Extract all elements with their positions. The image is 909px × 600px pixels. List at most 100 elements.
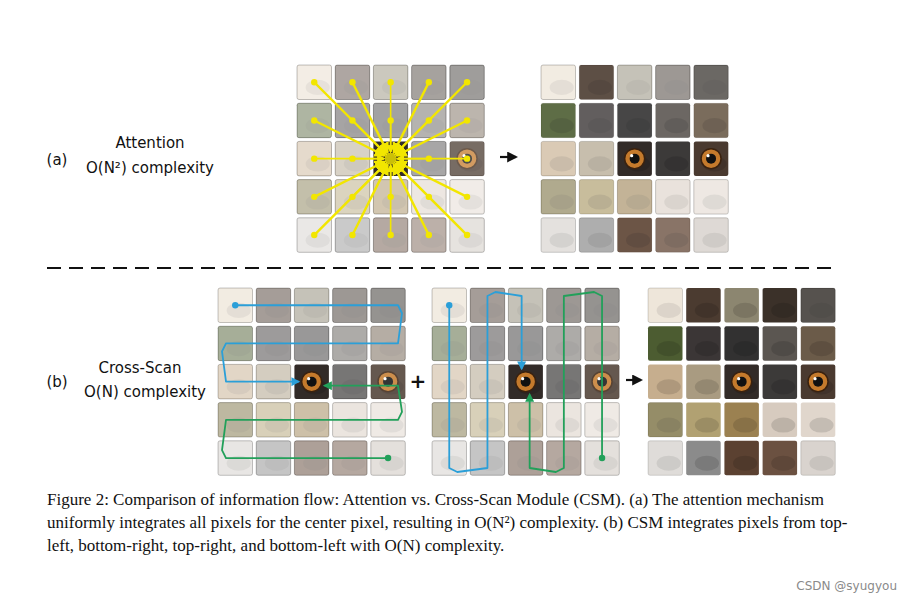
patch-fade — [412, 65, 447, 100]
patch-fill — [656, 218, 691, 253]
attention-dot — [387, 232, 393, 238]
attention-arrow — [349, 117, 385, 153]
scan-start-dot — [446, 302, 452, 308]
patch-fill — [579, 141, 614, 176]
patch-fade — [801, 441, 836, 476]
image-patch — [541, 65, 576, 100]
patch-fill — [724, 326, 759, 361]
image-patch — [579, 218, 614, 253]
patch-fill — [694, 65, 729, 100]
patch-fade — [656, 180, 691, 215]
patch-shade — [695, 456, 719, 471]
image-patch — [686, 364, 721, 399]
patch-fill — [656, 65, 691, 100]
patch-fill — [579, 218, 614, 253]
eye-glint — [521, 377, 524, 380]
scan-start-dot — [599, 455, 605, 461]
patch-fade — [541, 103, 576, 138]
patch-fill — [333, 364, 368, 399]
image-patch — [763, 288, 798, 323]
patch-fill — [648, 288, 683, 323]
attention-arrow — [394, 165, 432, 238]
patch-fade — [694, 218, 729, 253]
patch-shade — [695, 303, 719, 318]
eye-iris — [808, 372, 828, 392]
eye-pupil — [737, 377, 747, 387]
attention-dot — [464, 232, 470, 238]
image-patch — [656, 218, 691, 253]
attention-line — [398, 158, 467, 160]
attention-output-grid — [541, 65, 728, 252]
patch-fill — [801, 326, 836, 361]
attention-arrow — [396, 164, 471, 239]
eye-iris — [302, 372, 322, 392]
patch-shade — [733, 341, 757, 356]
patch-fade — [541, 141, 576, 176]
column-scan-grid — [432, 288, 619, 475]
patch-fill — [508, 403, 543, 438]
eye-glint — [706, 154, 709, 157]
attention-dot — [311, 194, 317, 200]
result-arrow — [626, 379, 641, 381]
eye-pupil — [630, 154, 640, 164]
patch-fill — [724, 364, 759, 399]
image-patch — [333, 364, 368, 399]
image-patch — [694, 141, 729, 176]
panel-label: (a) — [47, 151, 68, 169]
image-patch — [648, 326, 683, 361]
patch-fade — [333, 364, 368, 399]
attention-arrow — [311, 155, 384, 161]
attention-line — [314, 158, 383, 160]
patch-fill — [335, 218, 370, 253]
patch-fade — [694, 65, 729, 100]
patch-fade — [508, 288, 543, 323]
method-name: Cross-Scan — [99, 359, 182, 377]
patch-fill — [763, 326, 798, 361]
patch-fill — [656, 180, 691, 215]
scan-start-dot — [385, 455, 391, 461]
attention-line — [352, 158, 383, 160]
row-scan-blue — [222, 302, 402, 382]
patch-shade — [695, 379, 719, 394]
image-patch — [763, 403, 798, 438]
attention-arrow — [349, 165, 387, 238]
patch-fade — [579, 65, 614, 100]
image-patch — [541, 218, 576, 253]
image-patch — [541, 141, 576, 176]
patch-fill — [656, 103, 691, 138]
attention-dot — [349, 155, 355, 161]
patch-shade — [664, 156, 688, 171]
image-patch — [763, 364, 798, 399]
panel-label: (b) — [46, 373, 67, 391]
patch-fade — [297, 103, 332, 138]
image-patch — [450, 180, 485, 215]
image-patch — [801, 403, 836, 438]
patch-fill — [686, 288, 721, 323]
image-patch — [508, 403, 543, 438]
attention-dot — [426, 232, 432, 238]
image-patch — [579, 65, 614, 100]
image-patch — [617, 65, 652, 100]
patch-fade — [541, 180, 576, 215]
patch-fill — [450, 180, 485, 215]
attention-line — [397, 120, 467, 155]
patch-fill — [297, 180, 332, 215]
attention-dot — [464, 194, 470, 200]
method-name: Attention — [115, 134, 184, 152]
patch-fade — [656, 65, 691, 100]
patch-shade — [733, 456, 757, 471]
attention-line — [314, 120, 384, 155]
eye-iris — [732, 372, 752, 392]
patch-fill — [617, 218, 652, 253]
image-patch — [648, 288, 683, 323]
image-patch — [724, 288, 759, 323]
patch-shade — [733, 417, 757, 432]
patch-fill — [412, 65, 447, 100]
patch-fill — [686, 403, 721, 438]
scan-line — [449, 292, 521, 472]
patch-fade — [508, 403, 543, 438]
patch-fill — [541, 218, 576, 253]
patch-fade — [508, 326, 543, 361]
patch-fade — [694, 103, 729, 138]
column-scan-blue — [446, 292, 522, 472]
